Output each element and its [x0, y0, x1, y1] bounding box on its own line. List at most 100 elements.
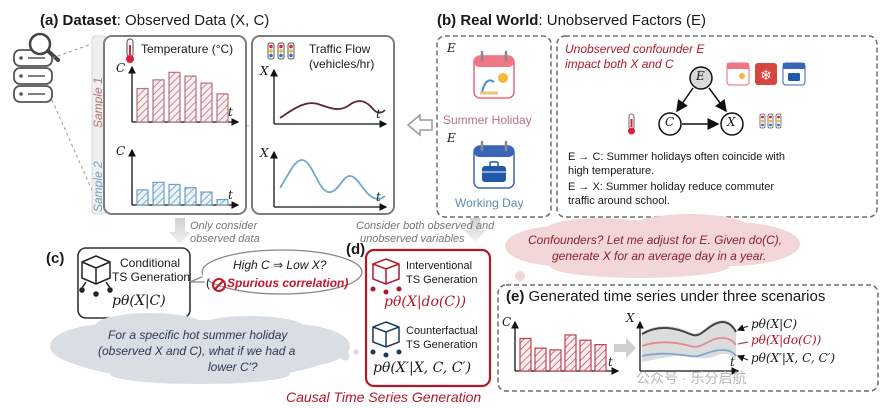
- bar-4: [184, 187, 197, 206]
- working-day-label: Working Day: [455, 196, 524, 210]
- traffic-title-line2: (vehicles/hr): [309, 57, 375, 71]
- axis-t-3: t: [376, 107, 381, 121]
- cube-network-icon-blue: [370, 321, 402, 358]
- note-both-1: Consider both observed and: [356, 220, 495, 232]
- axis-t-2: t: [228, 188, 233, 202]
- legend-interventional: pθ(X|do(C)): [751, 333, 822, 347]
- panel-e-heading: (e) Generated time series under three sc…: [506, 288, 825, 305]
- curve-conditional: [641, 320, 737, 337]
- e-to-c-line1: E → C: Summer holidays often coincide wi…: [568, 151, 786, 163]
- e-to-x-line2: traffic around school.: [568, 195, 670, 207]
- e-label-1: E: [447, 41, 456, 55]
- pink-thought-cloud: [505, 214, 800, 289]
- e-to-x-line1: E → X: Summer holiday reduce commuter: [568, 181, 775, 193]
- note-observed-1: Only consider: [190, 220, 258, 232]
- bubble-paren: (: [206, 276, 210, 290]
- panel-e-label: (e): [506, 288, 525, 305]
- panel-e-temperature-bars: [519, 334, 607, 372]
- prohibited-icon: [212, 278, 226, 292]
- panel-b-heading-rest: : Unobserved Factors (E): [538, 12, 706, 29]
- bar-3: [168, 71, 181, 123]
- thermometer-icon-small: [628, 113, 635, 135]
- traffic-curve-sample2: [279, 159, 386, 200]
- axis-x-2: X: [260, 146, 269, 160]
- note-observed-2: observed data: [190, 233, 260, 245]
- interventional-formula: pθ(X|do(C)): [384, 294, 467, 310]
- grey-right-arrow: [614, 338, 636, 358]
- panel-e-heading-text: Generated time series under three scenar…: [528, 288, 826, 305]
- axis-c-e: C: [502, 315, 512, 329]
- panel-b-heading-bold: Real World: [460, 12, 539, 29]
- bar-5: [200, 82, 213, 123]
- magnifier-icon: [28, 32, 60, 62]
- node-x: [720, 112, 744, 136]
- thermometer-icon: [126, 38, 134, 63]
- conditional-formula: pθ(X|C): [112, 293, 166, 309]
- axis-t-4: t: [376, 190, 381, 204]
- traffic-curve-sample1: [279, 100, 386, 119]
- conditional-label-1: Conditional: [120, 256, 181, 270]
- node-e: [689, 66, 713, 90]
- node-c-label: C: [665, 115, 675, 129]
- grey-thought-cloud: [50, 313, 359, 384]
- database-icon: [13, 49, 53, 103]
- bar-2: [152, 79, 165, 123]
- briefcase-icon-small: [782, 62, 806, 86]
- axis-t-1: t: [228, 105, 233, 119]
- question-line1: For a specific hot summer holiday: [108, 328, 288, 342]
- bar-4: [184, 75, 197, 123]
- bar-3: [168, 183, 181, 206]
- temperature-title: Temperature (°C): [141, 42, 234, 56]
- panel-a-heading-bold: Dataset: [62, 12, 117, 29]
- confounder-note-1: Unobserved confounder E: [565, 42, 705, 56]
- cube-network-icon: [79, 255, 113, 297]
- traffic-title-line1: Traffic Flow: [309, 42, 371, 56]
- curve-interventional: [641, 337, 737, 348]
- grey-down-arrow: [169, 218, 191, 244]
- bubble-spurious: Spurious correlation): [227, 276, 349, 290]
- bar-5: [579, 339, 592, 372]
- note-both-2: unobserved variables: [360, 233, 465, 245]
- bar-2: [152, 181, 165, 206]
- panel-c-label: (c): [46, 250, 65, 267]
- bar-6: [216, 93, 229, 123]
- node-c: [658, 112, 682, 136]
- node-e-label: E: [696, 69, 705, 83]
- panel-a-heading: (a) Dataset: Observed Data (X, C): [40, 12, 269, 29]
- work-calendar-icon: [473, 140, 515, 189]
- confounder-note-2: impact both X and C: [565, 57, 674, 71]
- panel-a-label: (a): [40, 12, 59, 29]
- summer-icon-small: [726, 62, 750, 86]
- e-to-c-line2: high temperature.: [568, 165, 655, 177]
- bar-2: [534, 347, 547, 372]
- bar-1: [136, 87, 149, 123]
- svg-text:❄: ❄: [760, 68, 772, 84]
- node-x-label: X: [727, 115, 736, 129]
- grey-down-arrow-2: [464, 218, 486, 242]
- axis-c-1: C: [116, 61, 126, 75]
- cloud-text-1: Confounders? Let me adjust for E. Given …: [528, 233, 783, 247]
- sample1-label: Sample 1: [91, 77, 105, 128]
- question-line2: (observed X and C), what if we had a: [98, 344, 296, 358]
- counterfactual-formula: pθ(X′|X, C, C′): [373, 360, 472, 376]
- sample2-label: Sample 2: [91, 161, 105, 212]
- question-line3: lower C′?: [208, 360, 258, 374]
- axis-t-e2: t: [730, 355, 735, 369]
- causal-graph: [658, 66, 744, 136]
- cube-network-icon-red: [370, 258, 402, 295]
- traffic-light-icon: [267, 42, 295, 60]
- curve-counterfactual: [641, 349, 737, 358]
- panel-b-label: (b): [437, 12, 457, 29]
- bar-4: [564, 334, 577, 372]
- summer-calendar-icon: [473, 50, 515, 99]
- watermark: 公众号 · 乐分启航: [636, 370, 747, 386]
- bubble-question: High C ⇒ Low X?: [233, 258, 327, 272]
- legend-counterfactual: pθ(X′|X, C, C′): [751, 351, 836, 365]
- sample2-temperature-bars: [136, 181, 229, 206]
- summer-holiday-label: Summer Holiday: [443, 113, 532, 127]
- bar-6: [594, 344, 607, 372]
- traffic-light-icon-small: [759, 113, 782, 129]
- bar-1: [519, 337, 532, 372]
